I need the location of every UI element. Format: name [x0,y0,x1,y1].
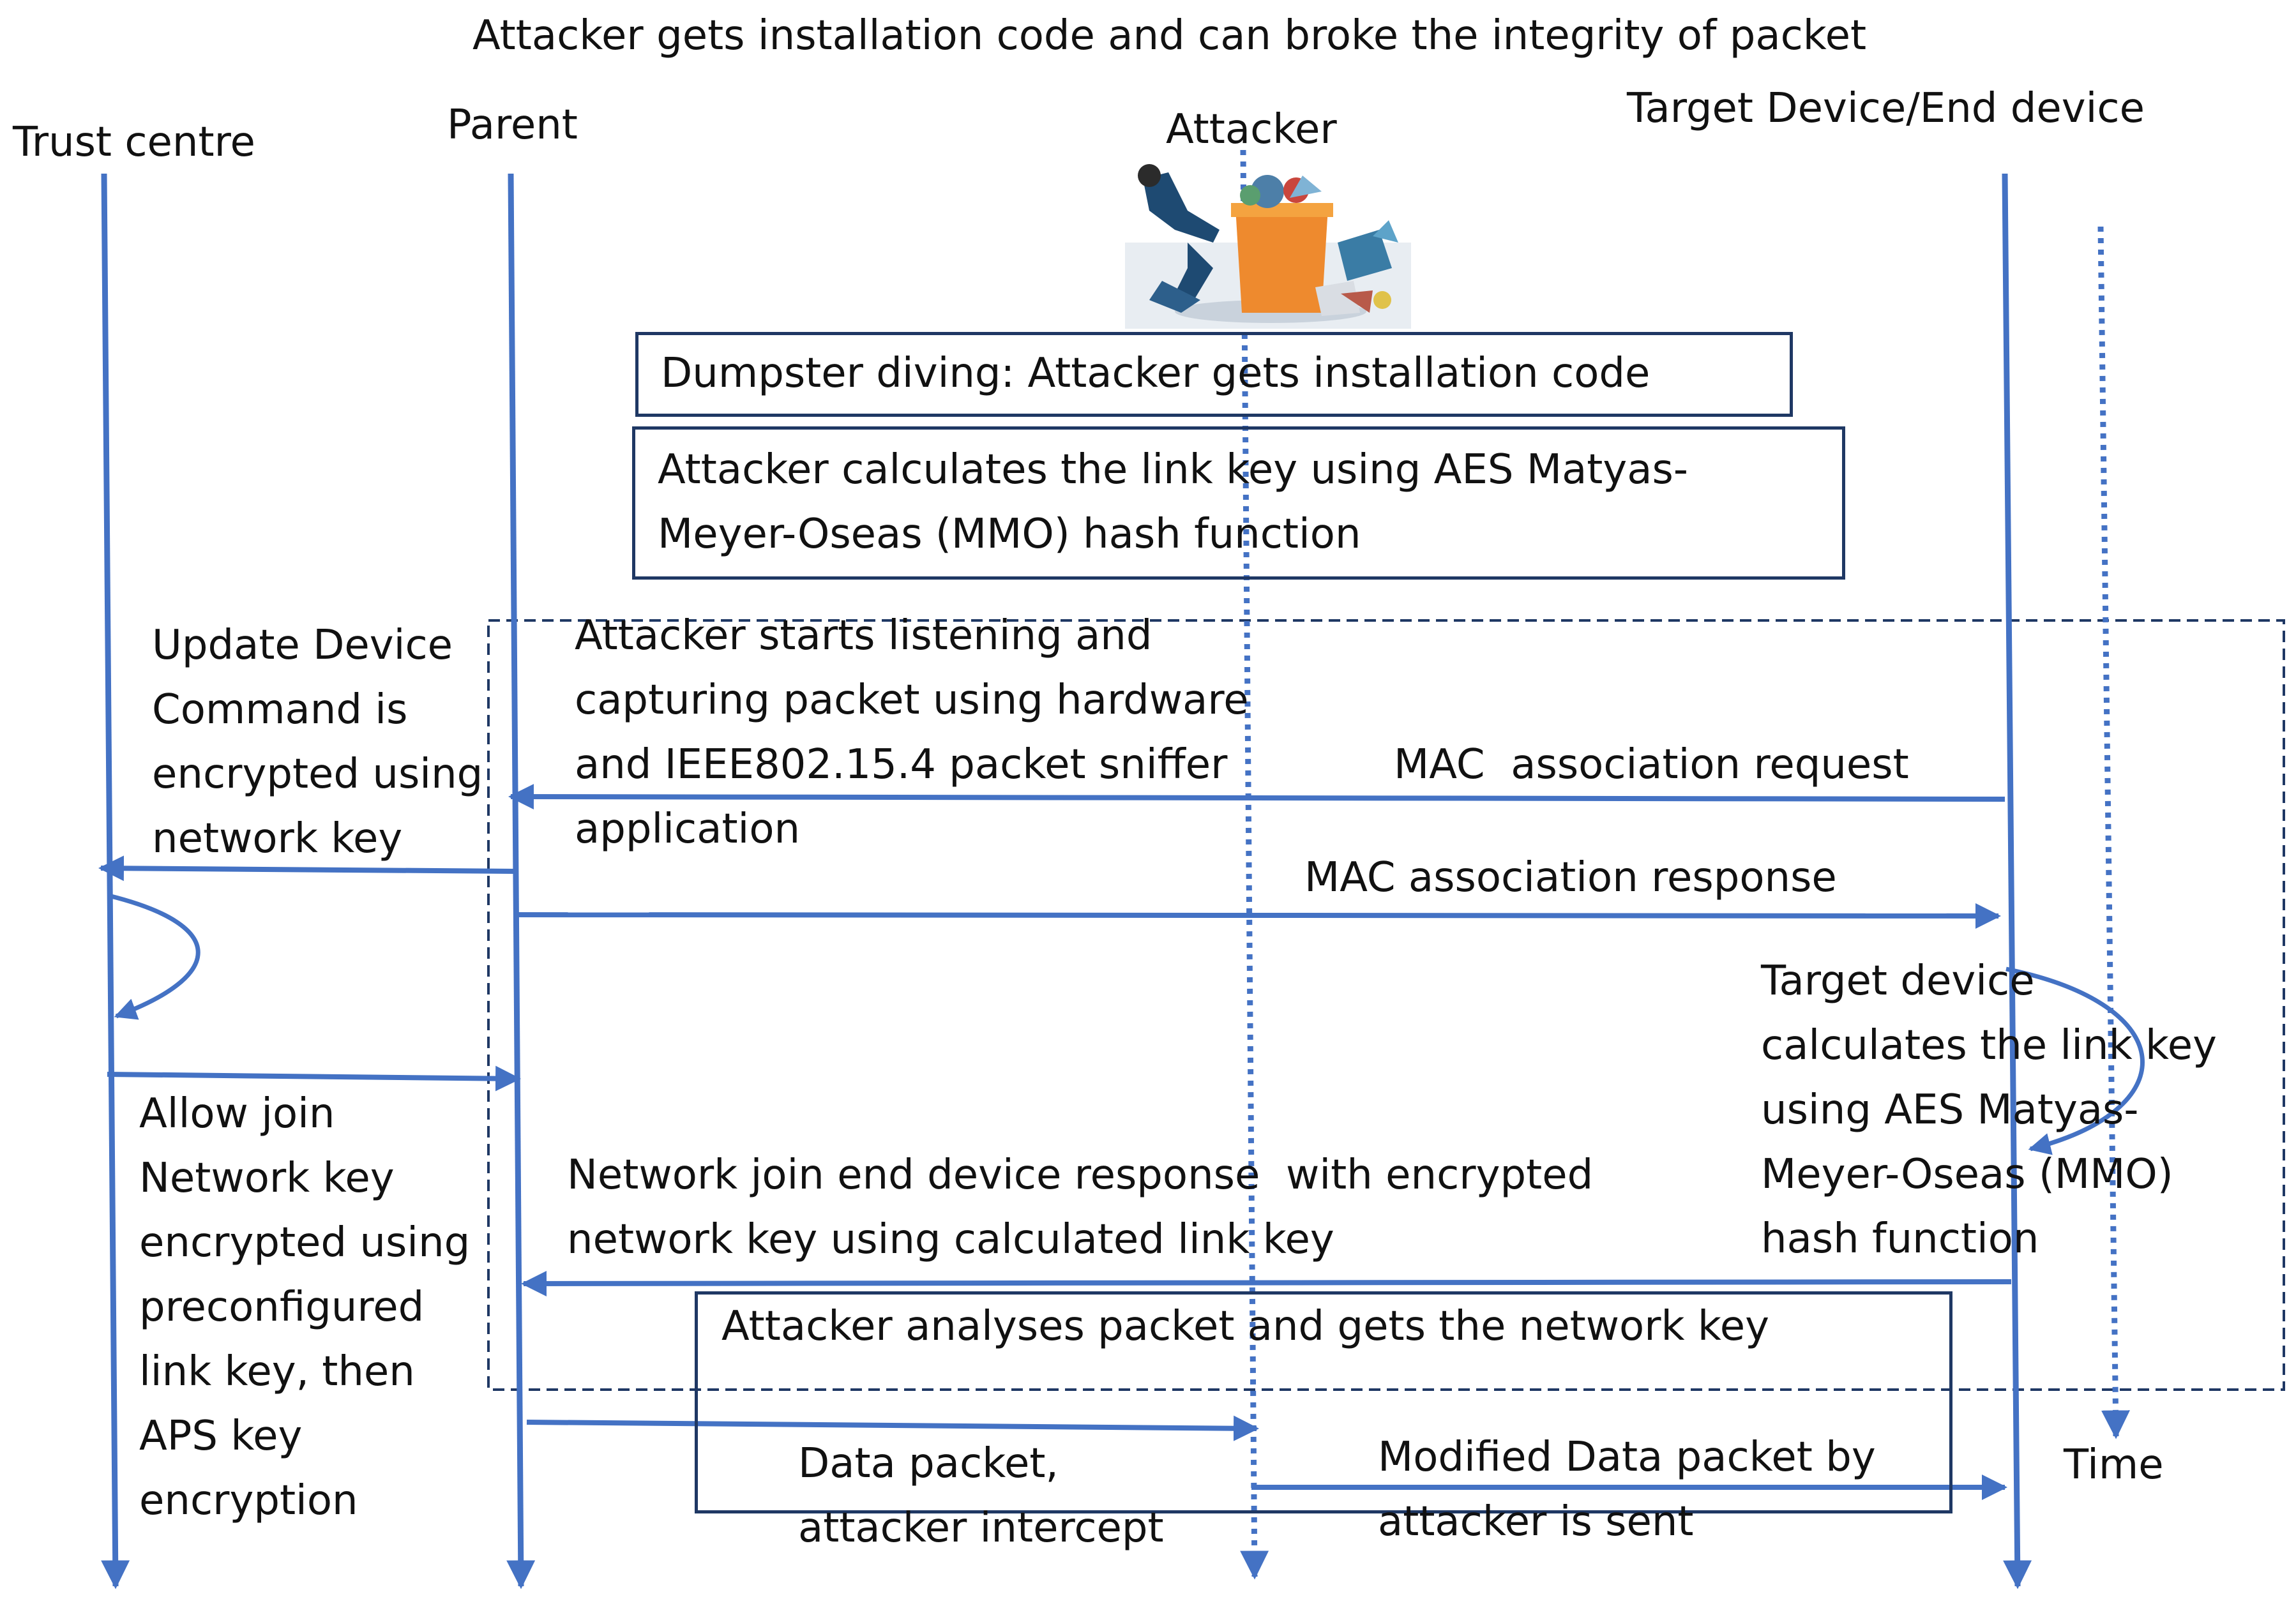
update-device-line-4: network key [152,815,403,862]
update-device-arrow [98,855,515,882]
allow-join-arrow [107,1065,521,1092]
allow-join-line-3: encrypted using [139,1219,471,1266]
target-device-self-loop [2005,966,2145,1155]
network-join-line-2: network key using calculated link key [567,1216,1334,1263]
data-packet-line-1: Data packet, [798,1440,1059,1487]
target-calc-line-5: hash function [1761,1215,2039,1263]
target-calc-line-3: using AES Matyas- [1761,1086,2139,1134]
attacker-lifeline [1240,149,1269,1580]
modified-packet-line-2: attacker is sent [1378,1498,1694,1545]
calculate-link-key-box: Attacker calculates the link key using A… [632,426,1845,580]
trust-centre-label: Trust centre [13,119,255,166]
allow-join-line-6: APS key [139,1413,303,1460]
mac-association-request-label: MAC association request [1394,741,1909,788]
calculate-link-key-line-2: Meyer-Oseas (MMO) hash function [658,511,1361,558]
parent-label: Parent [447,101,578,149]
trust-centre-lifeline [101,173,130,1589]
network-join-response-arrow [521,1270,2012,1296]
sniffer-line-2: capturing packet using hardware [575,677,1249,724]
update-device-line-2: Command is [152,686,408,733]
sniffer-line-4: application [575,806,801,853]
analyses-packet-box: Attacker analyses packet and gets the ne… [695,1291,1952,1513]
allow-join-line-7: encryption [139,1477,358,1524]
analyses-packet-text: Attacker analyses packet and gets the ne… [721,1303,1769,1350]
target-device-lifeline [2002,173,2032,1589]
mac-association-response-label: MAC association response [1304,854,1837,901]
sniffer-line-1: Attacker starts listening and [575,612,1152,659]
dumpster-diving-illustration [1125,164,1411,329]
attacker-label: Attacker [1166,106,1337,153]
trust-centre-self-loop [108,893,200,1020]
target-calc-line-4: Meyer-Oseas (MMO) [1761,1151,2173,1198]
attack-phase-dashed-frame [487,619,2285,1391]
time-axis [2097,226,2130,1439]
target-calc-line-2: calculates the link key [1761,1022,2217,1069]
update-device-line-1: Update Device [152,622,453,669]
allow-join-line-5: link key, then [139,1348,415,1395]
modified-packet-line-1: Modified Data packet by [1378,1434,1876,1481]
parent-lifeline [506,173,536,1589]
time-label: Time [2064,1441,2164,1489]
diagram-title: Attacker gets installation code and can … [472,12,1867,59]
calculate-link-key-line-1: Attacker calculates the link key using A… [658,446,1688,493]
update-device-line-3: encrypted using [152,751,483,798]
network-join-line-1: Network join end device response with en… [567,1152,1594,1199]
mac-association-response-arrow [513,903,2001,929]
allow-join-line-2: Network key [139,1155,395,1202]
data-packet-arrow [526,1415,1259,1441]
target-device-label: Target Device/End device [1627,85,2145,132]
mac-association-request-arrow [508,784,2005,810]
allow-join-line-4: preconfigured [139,1284,425,1331]
dumpster-diving-box: Dumpster diving: Attacker gets installat… [635,332,1793,417]
allow-join-line-1: Allow join [139,1090,335,1137]
data-packet-line-2: attacker intercept [798,1505,1164,1552]
target-calc-line-1: Target device [1761,957,2035,1005]
sniffer-line-3: and IEEE802.15.4 packet sniffer [575,741,1228,788]
dumpster-diving-text: Dumpster diving: Attacker gets installat… [661,350,1650,397]
